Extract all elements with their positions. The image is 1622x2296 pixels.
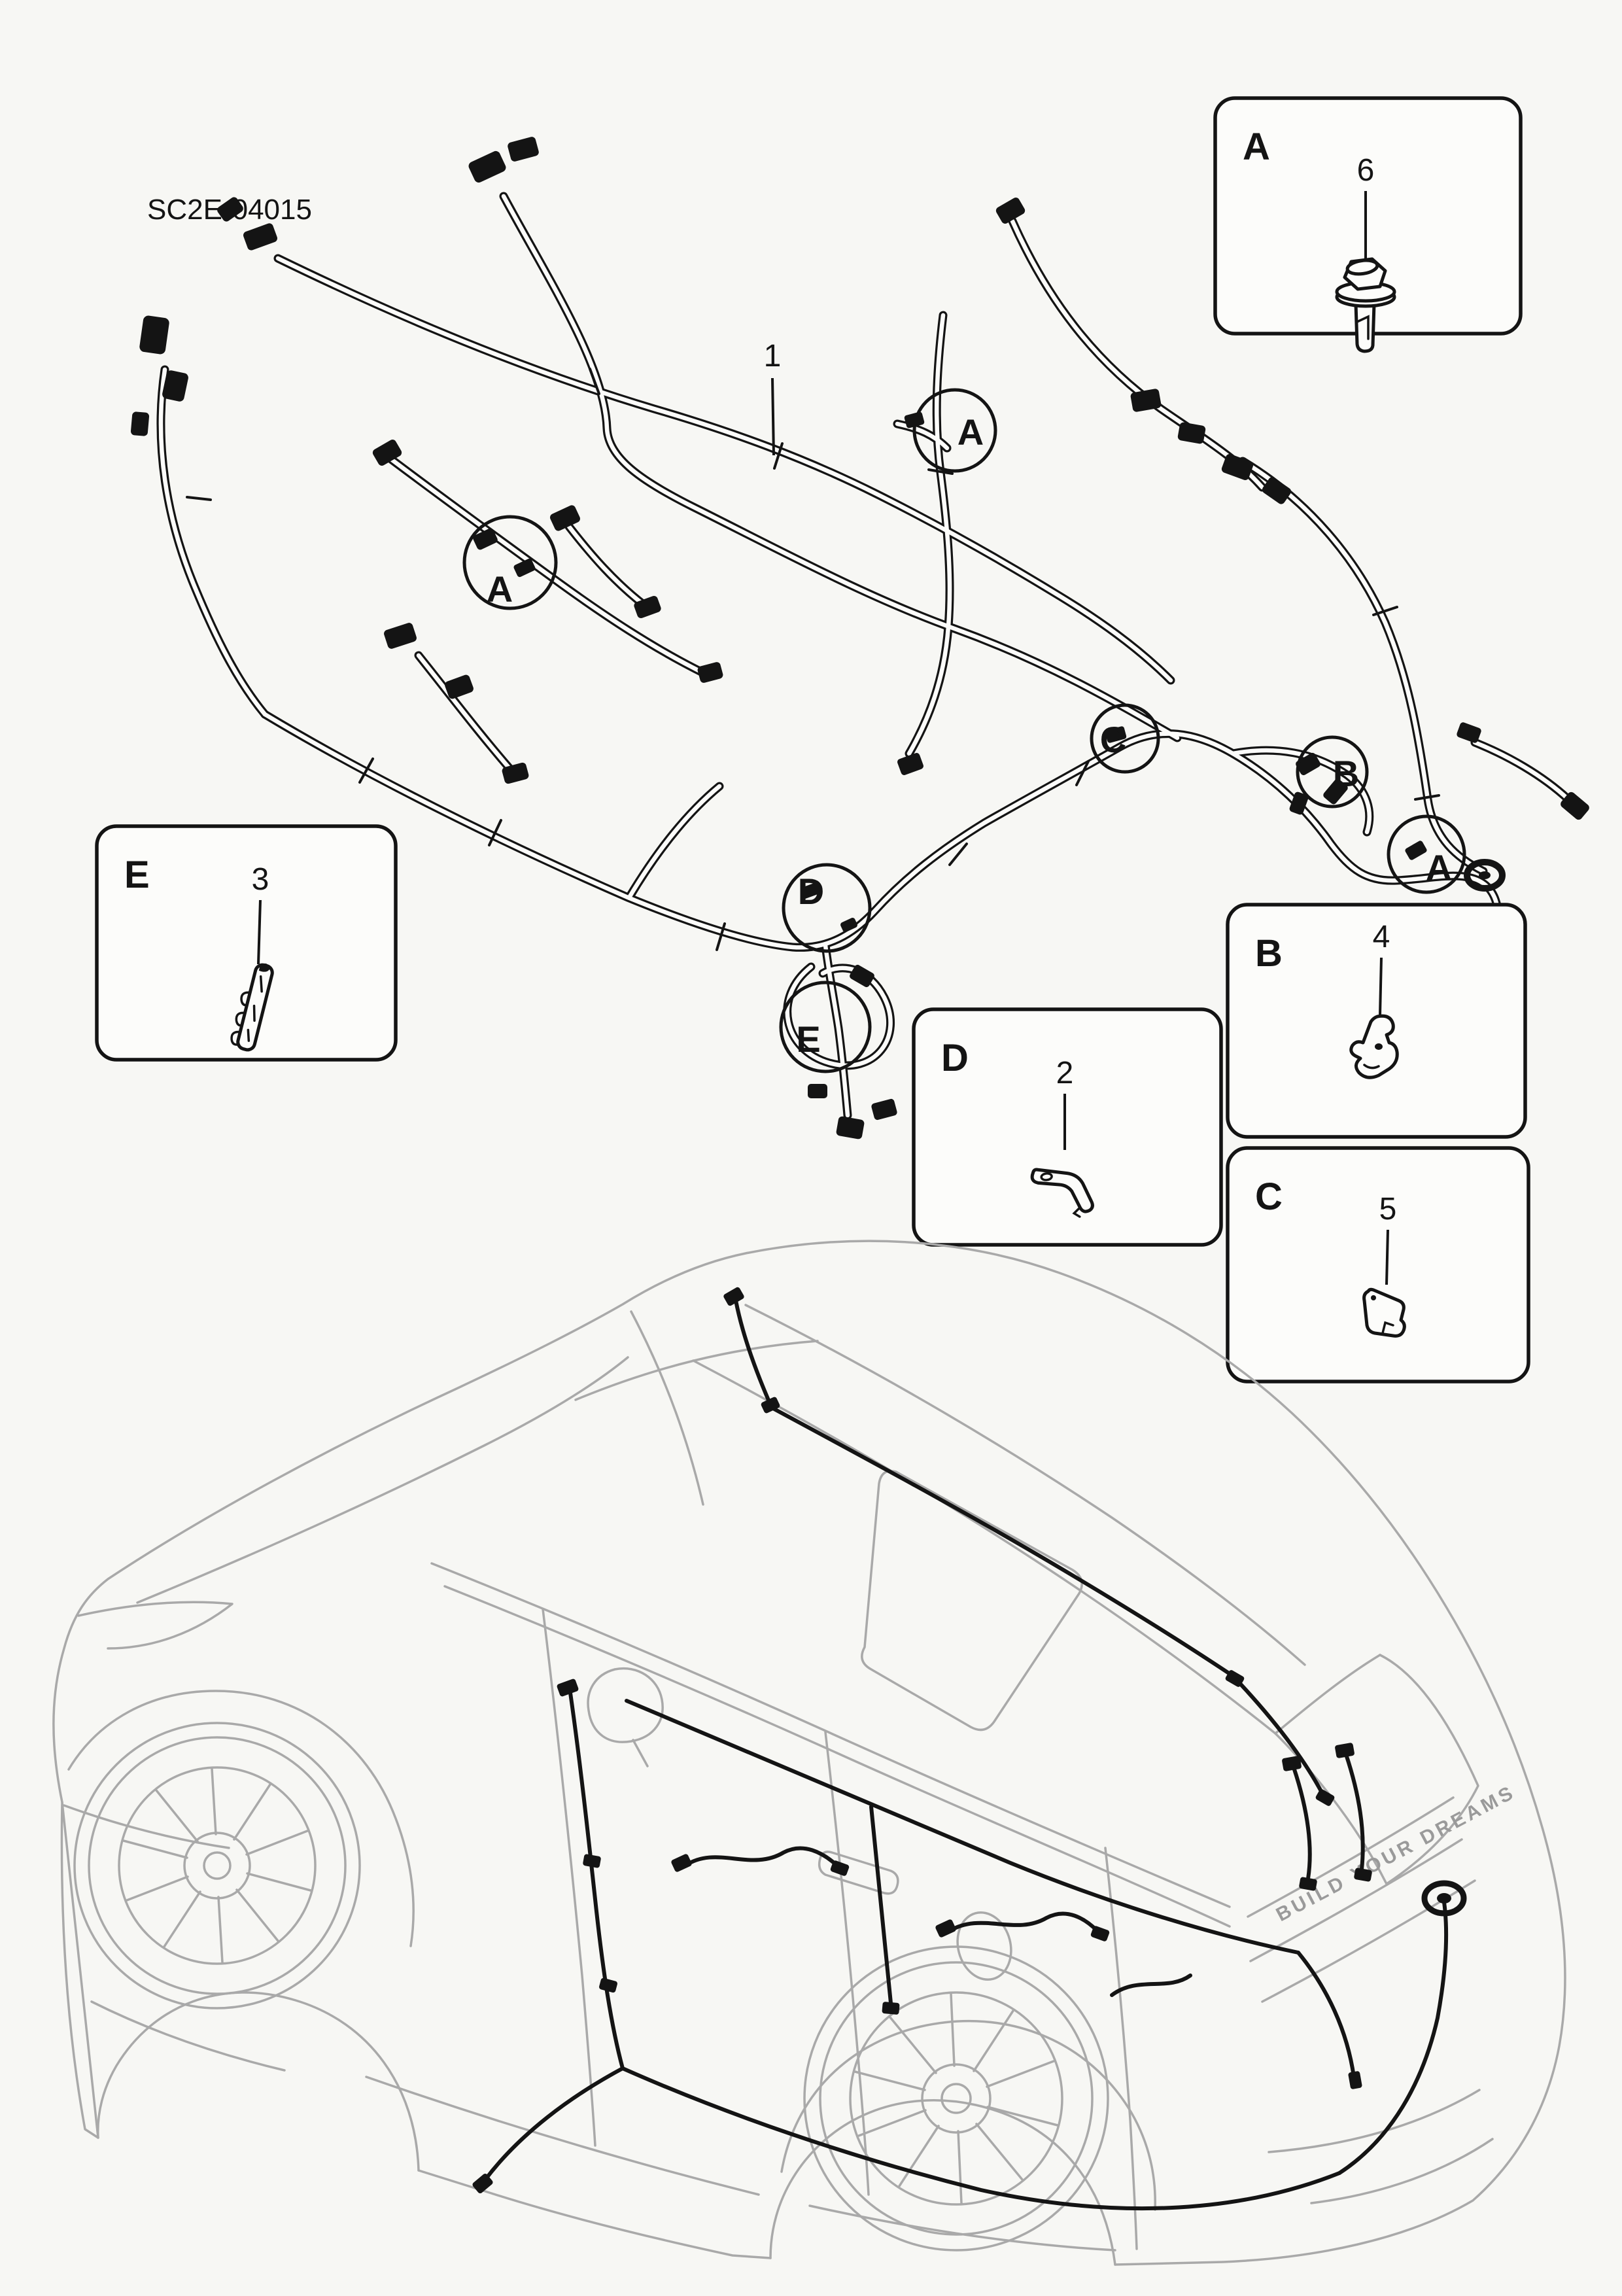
side-mirror [587, 1667, 664, 1743]
detail-box-a: A 6 [1213, 96, 1523, 353]
part-3-leader-line [257, 899, 262, 965]
part-5-clip-icon [1362, 1287, 1406, 1338]
part-number-3: 3 [252, 862, 269, 897]
detail-box-d-letter: D [941, 1037, 969, 1079]
part-2-clip-icon [1030, 1168, 1094, 1218]
part-3-clip-icon [230, 963, 274, 1052]
callout-circle-a3: A [1387, 814, 1466, 894]
detail-box-a-letter: A [1243, 126, 1270, 168]
callout-letter-b: B [1333, 753, 1359, 794]
callout-letter-a2: A [487, 568, 513, 610]
part-number-2: 2 [1056, 1056, 1074, 1090]
part-number-5: 5 [1379, 1192, 1397, 1226]
harness-illustration [130, 137, 1589, 1139]
tape-bands [186, 368, 1440, 951]
car-harness-wiring [472, 1287, 1467, 2211]
part-6-bolt-icon [1335, 257, 1396, 353]
detail-box-b-letter: B [1255, 932, 1283, 975]
detail-box-c: C 5 [1226, 1146, 1530, 1383]
main-part-leader-line [771, 377, 775, 456]
car-illustration: BUILD YOUR DREAMS [52, 1240, 1566, 2266]
callout-circle-a2: A [462, 515, 558, 610]
car-side-details [365, 1562, 1494, 2252]
car-body-outline [52, 1240, 1566, 2266]
part-5-leader-line [1385, 1229, 1389, 1285]
callout-letter-a3: A [1426, 847, 1452, 888]
callout-letter-d: D [798, 871, 824, 912]
detail-box-b: B 4 [1226, 903, 1527, 1139]
diagram-code: SC2E-04015 [147, 194, 312, 226]
callout-circle-e: E [779, 981, 872, 1073]
detail-boxes: A 6 E 3 [95, 96, 1530, 1383]
harness-connectors [130, 137, 1589, 1139]
rear-grommet [1421, 1880, 1467, 1917]
callout-circle-b: B [1296, 735, 1369, 809]
callout-letter-c: C [1100, 719, 1126, 760]
callout-letter-a1: A [958, 411, 984, 453]
door-handle [818, 1851, 899, 1895]
sunroof [861, 1470, 1083, 1731]
car-roof-details [574, 1304, 1479, 1885]
detail-box-c-letter: C [1255, 1175, 1283, 1218]
callout-circle-a1: A [912, 388, 997, 473]
callout-circle-d: D [782, 863, 872, 953]
detail-box-d: D 2 [912, 1007, 1223, 1247]
part-number-4: 4 [1373, 920, 1390, 954]
grommet [1464, 859, 1506, 892]
callout-circles: A A C B A D E [462, 388, 1466, 1073]
fuel-door [956, 1911, 1012, 1981]
detail-box-e-letter: E [124, 854, 150, 896]
detail-box-e: E 3 [95, 824, 398, 1062]
rear-wheel [803, 1945, 1109, 2252]
callout-letter-e: E [796, 1018, 820, 1060]
front-wheel [73, 1722, 361, 2009]
part-number-6: 6 [1357, 153, 1375, 188]
main-part-callout: 1 [764, 339, 782, 456]
callout-circle-c: C [1090, 703, 1160, 774]
main-part-number: 1 [764, 339, 782, 374]
part-4-clip-icon [1349, 1014, 1399, 1079]
car-harness-connectors [472, 1287, 1372, 2194]
part-4-leader-line [1379, 957, 1383, 1016]
